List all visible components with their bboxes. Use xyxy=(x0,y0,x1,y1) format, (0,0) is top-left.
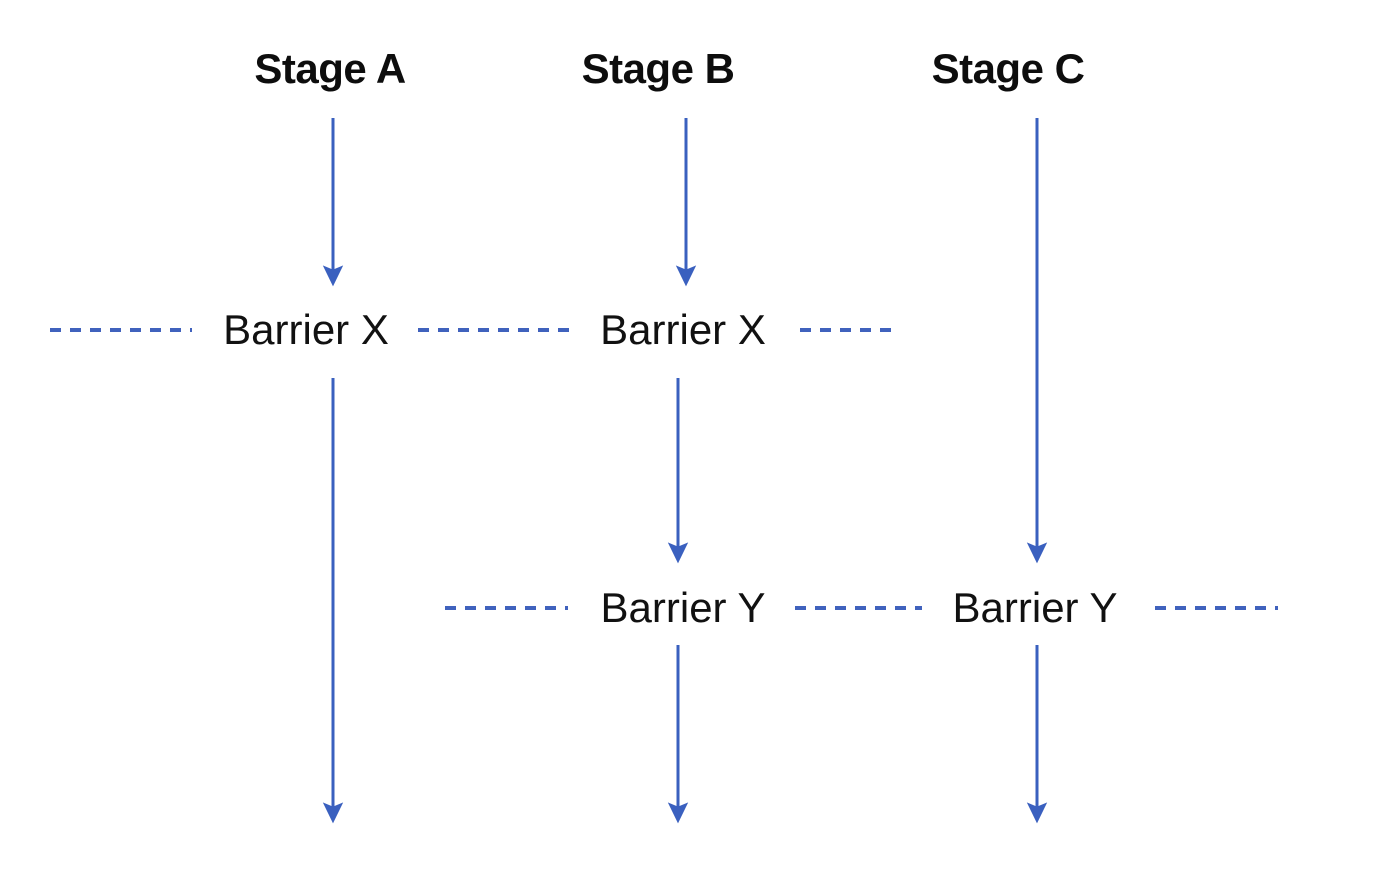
barrier-node-x-stage-a: Barrier X xyxy=(213,309,399,351)
stage-header-c: Stage C xyxy=(931,45,1085,92)
barrier-node-x-stage-b: Barrier X xyxy=(590,309,776,351)
barrier-node-y-stage-b: Barrier Y xyxy=(590,587,776,629)
barrier-node-y-stage-c: Barrier Y xyxy=(942,587,1128,629)
stage-header-b: Stage B xyxy=(581,45,735,92)
stage-header-a: Stage A xyxy=(254,45,406,92)
